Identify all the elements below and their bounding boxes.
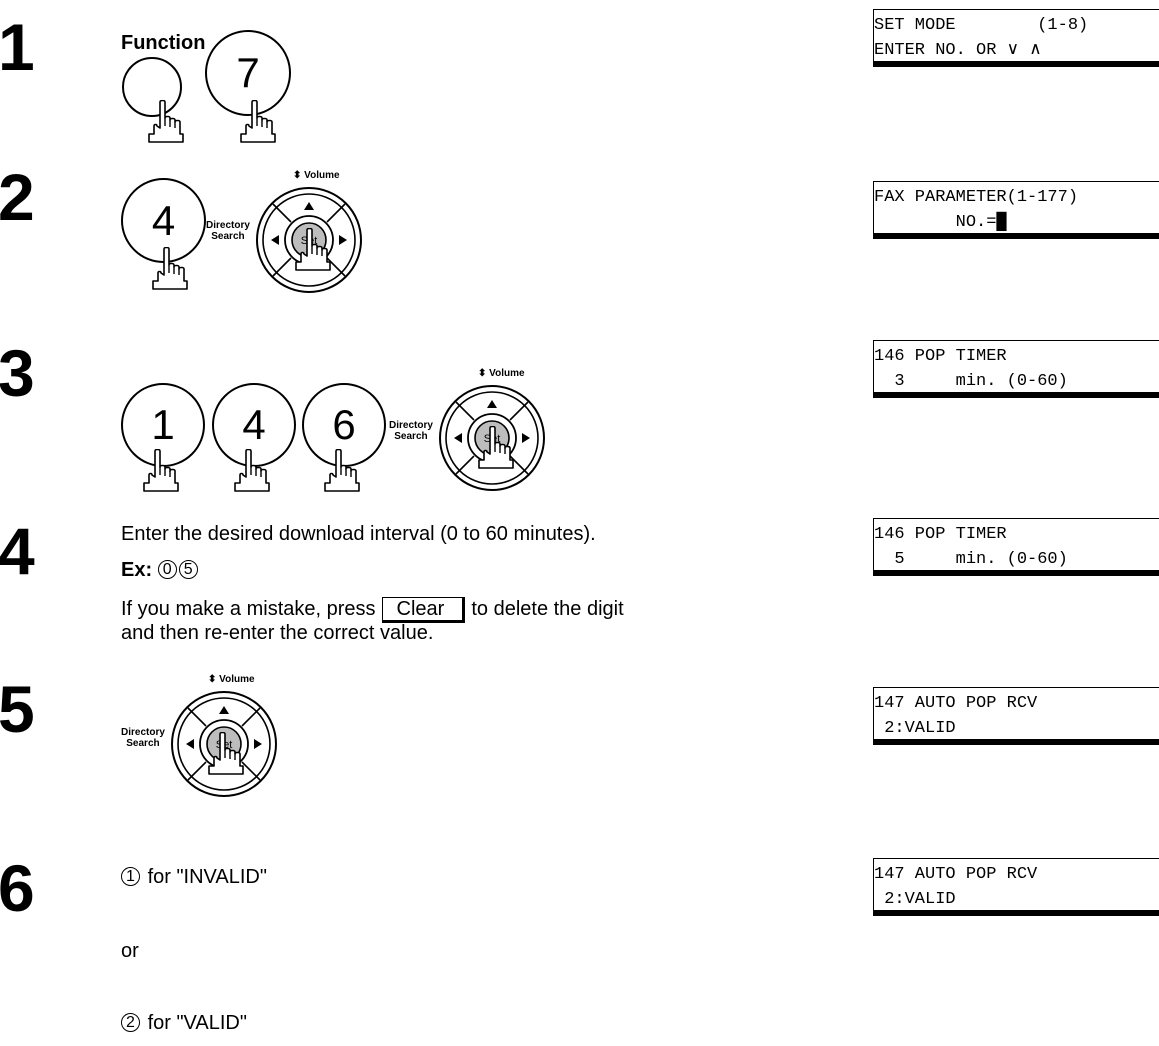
step-number: 2: [0, 164, 35, 230]
key-2-icon[interactable]: 2: [121, 1013, 140, 1032]
hand-press-icon: [476, 426, 516, 470]
function-label: Function: [121, 32, 205, 55]
hand-press-icon: [150, 247, 190, 291]
clear-button[interactable]: Clear: [382, 597, 466, 623]
lcd-display-step2: FAX PARAMETER(1-177) NO.=█: [873, 181, 1159, 239]
lcd-display-step4: 146 POP TIMER 5 min. (0-60): [873, 518, 1159, 576]
lcd-display-step6: 147 AUTO POP RCV 2:VALID: [873, 858, 1159, 916]
lcd-line-2: ENTER NO. OR ∨ ∧: [874, 38, 1159, 63]
or-text: or: [121, 940, 139, 963]
lcd-line-1: 147 AUTO POP RCV: [874, 862, 1159, 887]
hand-press-icon: [206, 732, 246, 776]
hand-press-icon: [146, 100, 186, 144]
key-1-icon[interactable]: 1: [121, 867, 140, 886]
step-number: 1: [0, 14, 35, 80]
hand-press-icon: [322, 449, 362, 493]
lcd-display-step1: SET MODE (1-8) ENTER NO. OR ∨ ∧: [873, 9, 1159, 67]
lcd-line-2: 5 min. (0-60): [874, 547, 1159, 572]
lcd-display-step3: 146 POP TIMER 3 min. (0-60): [873, 340, 1159, 398]
step-number: 5: [0, 676, 35, 742]
lcd-line-2: 3 min. (0-60): [874, 369, 1159, 394]
lcd-line-2: 2:VALID: [874, 716, 1159, 741]
step-number: 4: [0, 518, 35, 584]
hand-press-icon: [232, 449, 272, 493]
hand-press-icon: [293, 228, 333, 272]
hand-press-icon: [238, 100, 278, 144]
lcd-line-1: 146 POP TIMER: [874, 522, 1159, 547]
option-invalid: 1 for "INVALID": [121, 866, 267, 889]
lcd-line-1: FAX PARAMETER(1-177): [874, 185, 1159, 210]
key-5-icon: 5: [179, 560, 198, 579]
lcd-line-2: NO.=█: [874, 210, 1159, 235]
option-valid: 2 for "VALID": [121, 1012, 247, 1035]
step4-instruction: Enter the desired download interval (0 t…: [121, 523, 596, 546]
step-number: 3: [0, 340, 35, 406]
key-0-icon: 0: [158, 560, 177, 579]
hand-press-icon: [141, 449, 181, 493]
lcd-line-1: SET MODE (1-8): [874, 13, 1159, 38]
step-number: 6: [0, 855, 35, 921]
lcd-display-step5: 147 AUTO POP RCV 2:VALID: [873, 687, 1159, 745]
lcd-line-1: 146 POP TIMER: [874, 344, 1159, 369]
lcd-line-2: 2:VALID: [874, 887, 1159, 912]
step4-reenter-text: and then re-enter the correct value.: [121, 622, 433, 645]
lcd-line-1: 147 AUTO POP RCV: [874, 691, 1159, 716]
